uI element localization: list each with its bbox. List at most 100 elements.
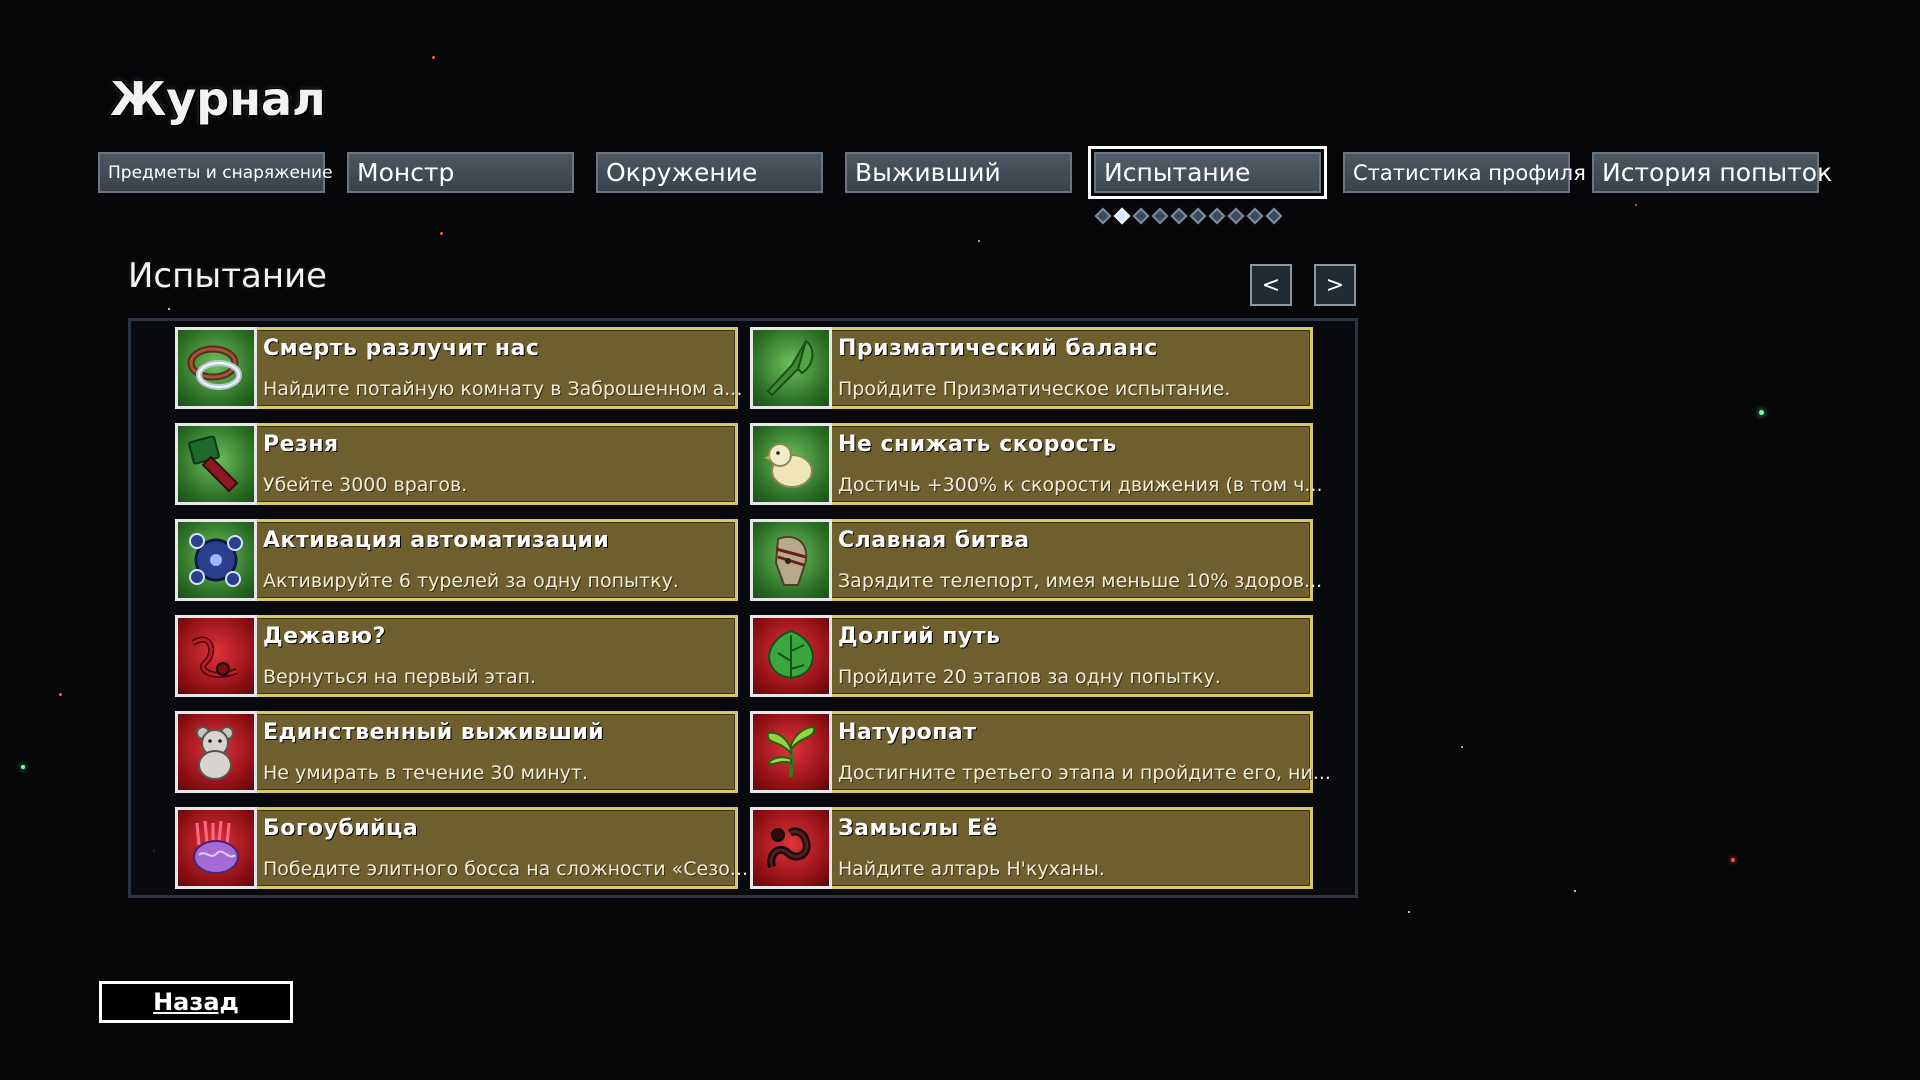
star — [1731, 858, 1735, 862]
page-indicator — [1094, 207, 1283, 225]
page-title: Журнал — [110, 72, 326, 126]
drone-icon — [189, 533, 243, 587]
page-dot[interactable] — [1170, 207, 1188, 225]
achievement-icon-frame — [175, 423, 257, 505]
chick-icon — [764, 443, 813, 488]
achievement-desc: Активируйте 6 турелей за одну попытку. — [263, 570, 679, 592]
achievement-card[interactable]: Активация автоматизации Активируйте 6 ту… — [175, 519, 738, 601]
achievement-title: Богоубийца — [263, 816, 419, 841]
star — [1759, 410, 1764, 415]
achievement-desc: Не умирать в течение 30 минут. — [263, 762, 589, 784]
star — [978, 240, 980, 242]
tab-run-history[interactable]: История попыток — [1592, 152, 1832, 193]
prev-arrow-label: < — [1261, 272, 1281, 298]
achievement-card[interactable]: Резня Убейте 3000 врагов. — [175, 423, 738, 505]
tab-label: Окружение — [606, 158, 758, 187]
page-dot[interactable] — [1189, 207, 1207, 225]
achievement-title: Призматический баланс — [838, 336, 1158, 361]
tab-items[interactable]: Предметы и снаряжение — [98, 152, 333, 193]
achievement-icon-frame — [750, 327, 832, 409]
achievement-desc: Вернуться на первый этап. — [263, 666, 537, 688]
tab-profile-stats[interactable]: Статистика профиля — [1343, 152, 1586, 193]
page-dot[interactable] — [1113, 207, 1131, 225]
back-label: Назад — [153, 988, 239, 1016]
achievement-icon-frame — [750, 519, 832, 601]
prev-page-button[interactable]: < — [1250, 264, 1292, 306]
bandaged-head-icon — [774, 536, 808, 586]
tab-label: Выживший — [855, 158, 1001, 187]
achievement-title: Единственный выживший — [263, 720, 605, 745]
ribbon-icon — [191, 636, 239, 678]
page-dot[interactable] — [1227, 207, 1245, 225]
page-dot[interactable] — [1246, 207, 1264, 225]
achievement-icon-frame — [175, 519, 257, 601]
star — [1408, 911, 1410, 913]
achievement-card[interactable]: Замыслы Её Найдите алтарь Н'куханы. — [750, 807, 1313, 889]
achievement-card[interactable]: Славная битва Зарядите телепорт, имея ме… — [750, 519, 1323, 601]
next-arrow-label: > — [1325, 272, 1345, 298]
achievement-card[interactable]: Призматический баланс Пройдите Призматич… — [750, 327, 1313, 409]
achievement-icon-frame — [175, 615, 257, 697]
achievement-title: Дежавю? — [263, 624, 386, 649]
achievement-desc: Пройдите Призматическое испытание. — [838, 378, 1231, 400]
achievement-icon-frame — [750, 711, 832, 793]
star — [59, 693, 62, 696]
achievement-card[interactable]: Натуропат Достигните третьего этапа и пр… — [750, 711, 1331, 793]
achievement-desc: Найдите алтарь Н'куханы. — [838, 858, 1105, 880]
achievement-card[interactable]: Смерть разлучит нас Найдите потайную ком… — [175, 327, 743, 409]
achievements-panel — [128, 318, 1358, 898]
star — [1574, 890, 1576, 892]
achievement-title: Натуропат — [838, 720, 977, 745]
brain-icon — [193, 820, 239, 874]
tab-environment[interactable]: Окружение — [596, 152, 823, 193]
rings-icon — [187, 345, 242, 390]
achievement-title: Не снижать скорость — [838, 432, 1117, 457]
achievement-icon-frame — [175, 327, 257, 409]
achievement-card[interactable]: Не снижать скорость Достичь +300% к скор… — [750, 423, 1323, 505]
achievement-desc: Найдите потайную комнату в Заброшенном а… — [263, 378, 743, 400]
tab-monster[interactable]: Монстр — [347, 152, 574, 193]
achievement-desc: Победите элитного босса на сложности «Се… — [263, 858, 749, 880]
tab-label: Предметы и снаряжение — [108, 162, 333, 183]
back-button[interactable]: Назад — [99, 981, 293, 1023]
page-dot[interactable] — [1094, 207, 1112, 225]
star — [21, 765, 25, 769]
tab-survivor[interactable]: Выживший — [845, 152, 1072, 193]
tab-label: Статистика профиля — [1353, 160, 1586, 185]
achievement-card[interactable]: Долгий путь Пройдите 20 этапов за одну п… — [750, 615, 1313, 697]
page-dot[interactable] — [1151, 207, 1169, 225]
tab-challenges[interactable]: Испытание — [1088, 146, 1327, 199]
plant-icon — [766, 725, 816, 777]
achievement-icon-frame — [175, 711, 257, 793]
achievement-desc: Зарядите телепорт, имея меньше 10% здоро… — [838, 570, 1323, 592]
star — [440, 232, 443, 235]
achievement-icon-frame — [750, 615, 832, 697]
section-title: Испытание — [128, 256, 328, 296]
achievement-title: Резня — [263, 432, 339, 457]
achievement-card[interactable]: Дежавю? Вернуться на первый этап. — [175, 615, 738, 697]
achievement-desc: Пройдите 20 этапов за одну попытку. — [838, 666, 1221, 688]
scythe-icon — [766, 339, 814, 397]
achievement-title: Активация автоматизации — [263, 528, 610, 553]
achievement-icon-frame — [750, 423, 832, 505]
serpent-icon — [767, 827, 811, 869]
achievement-title: Славная битва — [838, 528, 1030, 553]
achievement-card[interactable]: Богоубийца Победите элитного босса на сл… — [175, 807, 749, 889]
achievement-icon-frame — [750, 807, 832, 889]
star — [1635, 204, 1637, 206]
star — [432, 56, 435, 59]
page-dot[interactable] — [1265, 207, 1283, 225]
star — [1461, 746, 1463, 748]
star — [168, 308, 170, 310]
achievement-desc: Убейте 3000 врагов. — [263, 474, 468, 496]
achievement-title: Долгий путь — [838, 624, 1001, 649]
page-dot[interactable] — [1208, 207, 1226, 225]
page-dot[interactable] — [1132, 207, 1150, 225]
achievement-icon-frame — [175, 807, 257, 889]
achievement-card[interactable]: Единственный выживший Не умирать в течен… — [175, 711, 738, 793]
cleaver-icon — [188, 435, 239, 493]
achievement-title: Смерть разлучит нас — [263, 336, 540, 361]
tab-label: История попыток — [1602, 158, 1833, 187]
next-page-button[interactable]: > — [1314, 264, 1356, 306]
